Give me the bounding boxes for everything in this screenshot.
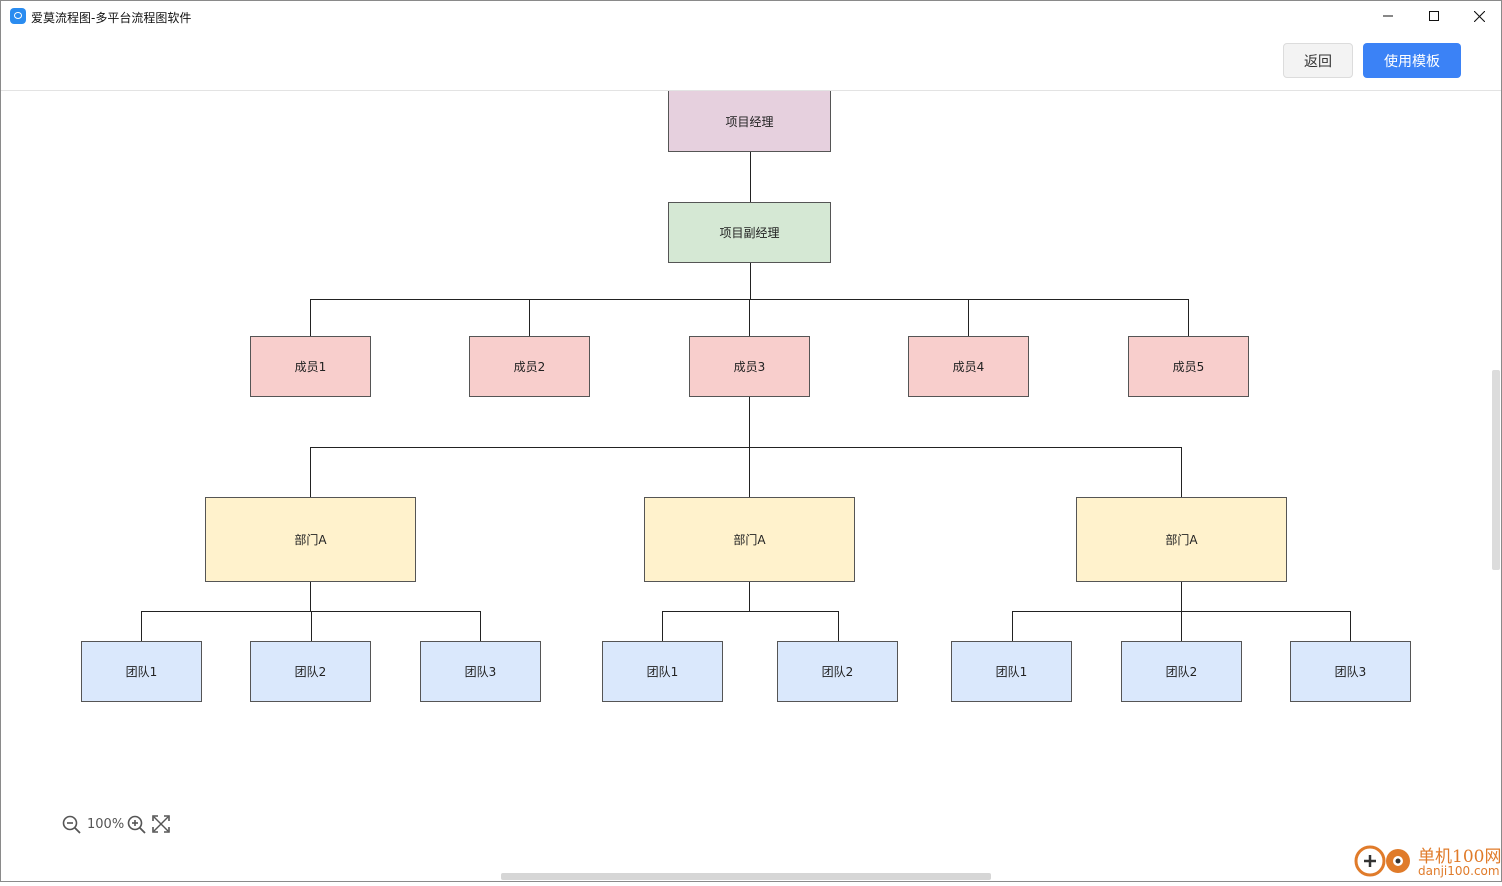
connector-line	[141, 611, 142, 641]
node-project-manager[interactable]: 项目经理	[668, 91, 831, 152]
horizontal-scrollbar[interactable]	[501, 873, 991, 880]
watermark-site: danji100.com	[1418, 864, 1500, 878]
node-team[interactable]: 团队3	[1290, 641, 1411, 702]
connector-line	[310, 447, 1182, 448]
close-icon	[1473, 10, 1485, 22]
title-bar: 爱莫流程图-多平台流程图软件	[1, 1, 1501, 31]
watermark-icon	[1354, 845, 1410, 877]
node-department[interactable]: 部门A	[1076, 497, 1287, 582]
connector-line	[529, 299, 530, 336]
connector-line	[749, 299, 750, 336]
node-team[interactable]: 团队2	[1121, 641, 1242, 702]
connector-line	[311, 611, 312, 641]
app-logo-icon	[10, 8, 26, 24]
connector-line	[310, 299, 311, 336]
connector-line	[1188, 299, 1189, 336]
diagram-canvas[interactable]: 项目经理 项目副经理 成员1 成员2 成员3 成员4 成员5 部门A 部门A 部…	[1, 91, 1501, 881]
connector-line	[750, 151, 751, 202]
connector-line	[1181, 447, 1182, 497]
connector-line	[749, 447, 750, 497]
node-team[interactable]: 团队2	[250, 641, 371, 702]
connector-line	[749, 581, 750, 611]
node-department[interactable]: 部门A	[205, 497, 416, 582]
connector-line	[968, 299, 969, 336]
node-member[interactable]: 成员3	[689, 336, 810, 397]
maximize-icon	[1429, 11, 1439, 21]
node-team[interactable]: 团队3	[420, 641, 541, 702]
node-team[interactable]: 团队1	[81, 641, 202, 702]
connector-line	[662, 611, 839, 612]
vertical-scrollbar[interactable]	[1492, 370, 1500, 570]
node-team[interactable]: 团队1	[602, 641, 723, 702]
node-member[interactable]: 成员2	[469, 336, 590, 397]
node-team[interactable]: 团队1	[951, 641, 1072, 702]
connector-line	[310, 581, 311, 611]
toolbar	[1, 31, 1501, 91]
maximize-button[interactable]	[1411, 1, 1457, 31]
minimize-button[interactable]	[1365, 1, 1411, 31]
zoom-out-button[interactable]	[62, 815, 82, 835]
connector-line	[1181, 581, 1182, 611]
fit-screen-button[interactable]	[152, 815, 172, 835]
node-team[interactable]: 团队2	[777, 641, 898, 702]
node-member[interactable]: 成员4	[908, 336, 1029, 397]
watermark-logo	[1352, 840, 1502, 882]
zoom-in-icon	[127, 815, 146, 834]
node-member[interactable]: 成员5	[1128, 336, 1249, 397]
connector-line	[310, 447, 311, 497]
minimize-icon	[1383, 15, 1393, 17]
back-button[interactable]: 返回	[1283, 43, 1353, 78]
fullscreen-icon	[152, 815, 170, 833]
watermark-brand: 单机100网	[1418, 847, 1502, 867]
connector-line	[1012, 611, 1013, 641]
close-button[interactable]	[1456, 1, 1502, 31]
connector-line	[1181, 611, 1182, 641]
zoom-out-icon	[62, 815, 81, 834]
connector-line	[1350, 611, 1351, 641]
connector-line	[480, 611, 481, 641]
node-department[interactable]: 部门A	[644, 497, 855, 582]
connector-line	[749, 396, 750, 447]
zoom-in-button[interactable]	[127, 815, 147, 835]
connector-line	[662, 611, 663, 641]
node-member[interactable]: 成员1	[250, 336, 371, 397]
connector-line	[750, 262, 751, 299]
connector-line	[838, 611, 839, 641]
window-title: 爱莫流程图-多平台流程图软件	[31, 11, 192, 25]
node-deputy-manager[interactable]: 项目副经理	[668, 202, 831, 263]
use-template-button[interactable]: 使用模板	[1363, 43, 1461, 78]
zoom-level: 100%	[87, 817, 125, 832]
